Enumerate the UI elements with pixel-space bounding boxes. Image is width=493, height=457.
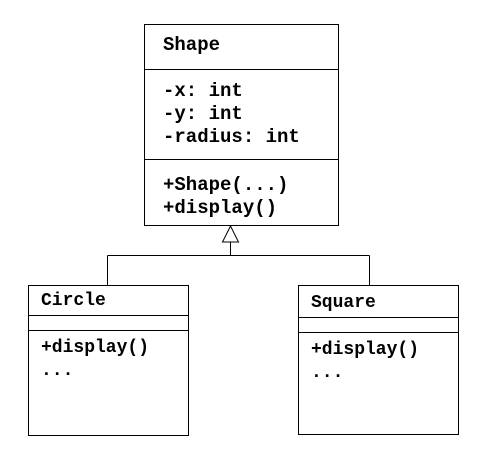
attributes-compartment: [29, 315, 188, 330]
class-name-compartment: Shape: [145, 25, 338, 69]
operation-display: +display(): [311, 340, 420, 360]
class-name: Shape: [163, 34, 221, 56]
class-box-square: Square +display() ...: [298, 285, 459, 435]
class-name: Square: [311, 293, 376, 313]
operation-ellipsis: ...: [311, 363, 344, 383]
operation-display: +display(): [163, 197, 278, 219]
operation-ellipsis: ...: [41, 361, 74, 381]
attribute-y: -y: int: [163, 103, 243, 125]
generalization-arrowhead: [221, 224, 240, 243]
operation-display: +display(): [41, 338, 150, 358]
class-box-shape: Shape -x: int -y: int -radius: int +Shap…: [144, 24, 339, 226]
class-name: Circle: [41, 291, 106, 311]
attribute-radius: -radius: int: [163, 126, 300, 148]
attribute-x: -x: int: [163, 80, 243, 102]
class-box-circle: Circle +display() ...: [28, 285, 189, 436]
class-name-compartment: Square: [299, 286, 458, 317]
operation-constructor: +Shape(...): [163, 174, 289, 196]
operations-compartment: +Shape(...) +display(): [145, 159, 338, 225]
class-name-compartment: Circle: [29, 286, 188, 315]
attributes-compartment: -x: int -y: int -radius: int: [145, 69, 338, 159]
operations-compartment: +display() ...: [299, 332, 458, 385]
operations-compartment: +display() ...: [29, 330, 188, 383]
attributes-compartment: [299, 317, 458, 332]
